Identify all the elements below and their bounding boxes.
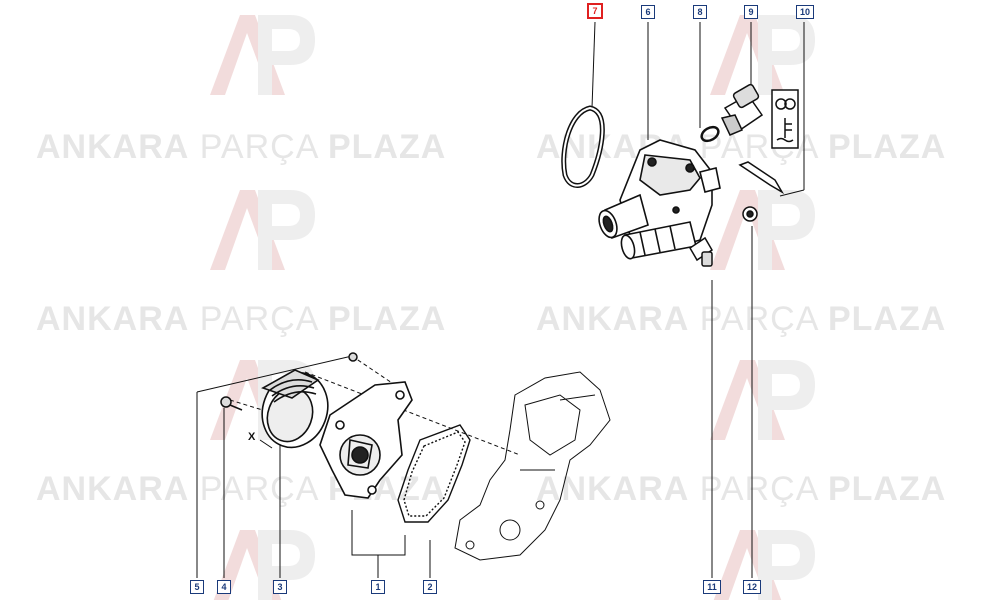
bolt-part — [688, 236, 714, 267]
clip-part — [738, 161, 785, 195]
callout-8[interactable]: 8 — [693, 5, 707, 19]
callout-5[interactable]: 5 — [190, 580, 204, 594]
pump-pulley-part — [261, 369, 329, 449]
engine-block-outline — [454, 371, 611, 561]
watermark-text: ANKARA PARÇA PLAZA — [36, 128, 447, 166]
callout-9[interactable]: 9 — [744, 5, 758, 19]
watermark-text: ANKARA PARÇA PLAZA — [36, 300, 447, 338]
watermark-text: ANKARA PARÇA PLAZA — [536, 300, 947, 338]
callout-3[interactable]: 3 — [273, 580, 287, 594]
temperature-sensor-part — [720, 83, 764, 136]
pump-gasket-part — [397, 424, 471, 523]
watermark-text: ANKARA PARÇA PLAZA — [36, 470, 447, 508]
leader-lines-upper — [591, 21, 805, 578]
view-label-x: X — [248, 431, 256, 443]
callout-12[interactable]: 12 — [743, 580, 761, 594]
callout-2[interactable]: 2 — [423, 580, 437, 594]
callout-10[interactable]: 10 — [796, 5, 814, 19]
water-pump-part — [319, 381, 413, 499]
nut-part — [742, 206, 758, 222]
pump-bolt-part — [348, 352, 358, 362]
leader-lines-lower — [196, 355, 431, 578]
pulley-bolt-part — [220, 396, 243, 411]
o-ring-part — [561, 105, 605, 188]
washer-part — [700, 125, 720, 143]
thermostat-housing-part — [598, 139, 721, 260]
callout-7-selected[interactable]: 7 — [587, 3, 603, 19]
callout-6[interactable]: 6 — [641, 5, 655, 19]
watermark-logo — [210, 15, 815, 600]
watermark-text: ANKARA PARÇA PLAZA — [536, 470, 947, 508]
callout-1[interactable]: 1 — [371, 580, 385, 594]
callout-4[interactable]: 4 — [217, 580, 231, 594]
sensor-symbol-icon — [771, 89, 799, 149]
callout-11[interactable]: 11 — [703, 580, 721, 594]
